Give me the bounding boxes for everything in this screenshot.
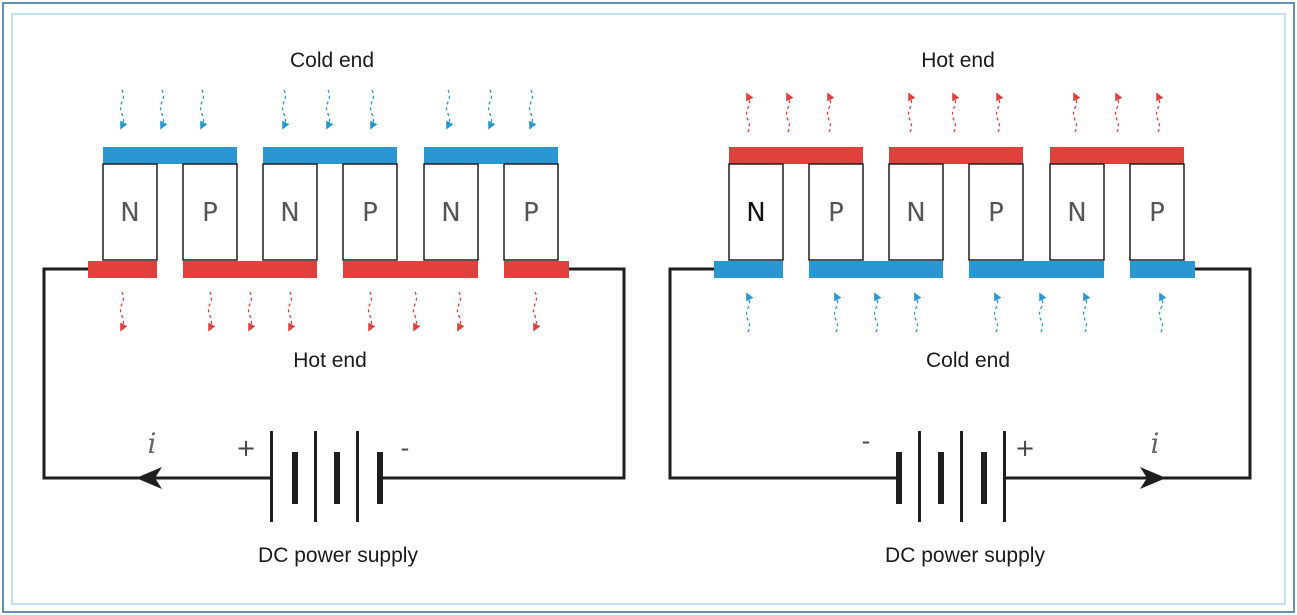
right-top-plate [1050, 147, 1184, 164]
left-leg [503, 163, 559, 261]
left-bottom-plate [504, 261, 569, 278]
right-current-symbol: i [1151, 427, 1160, 460]
right-leg-label-p: P [988, 198, 1004, 228]
left-leg [262, 163, 318, 261]
left-panel: Cold end N P N P N [42, 49, 626, 567]
right-bottom-plate [1130, 261, 1195, 278]
right-leg [808, 163, 864, 261]
right-top-label: Hot end [921, 49, 995, 72]
left-leg-label-p: P [523, 198, 539, 228]
right-leg-label-p: P [1149, 198, 1165, 228]
left-top-label: Cold end [290, 49, 374, 72]
left-leg-label-p: P [202, 198, 218, 228]
left-leg [102, 163, 158, 261]
right-legs [728, 163, 1185, 261]
right-bottom-plate [809, 261, 943, 278]
left-bottom-plate [88, 261, 157, 278]
right-minus-sign: - [862, 427, 871, 455]
right-bottom-plate [969, 261, 1104, 278]
left-circuit-wire [42, 267, 626, 480]
left-current-symbol: i [148, 427, 157, 460]
right-panel: Hot end N P N P N [668, 49, 1252, 567]
right-battery-icon [896, 431, 1006, 522]
right-leg [968, 163, 1024, 261]
left-battery-icon [270, 431, 383, 522]
right-bottom-label: Cold end [926, 349, 1010, 372]
left-leg [342, 163, 398, 261]
right-leg-label-n: N [1067, 198, 1086, 228]
left-top-plate [263, 147, 397, 164]
right-leg-label-n: N [746, 198, 765, 228]
right-leg [1049, 163, 1105, 261]
left-legs [102, 163, 559, 261]
left-top-plate [424, 147, 558, 164]
right-plus-sign: + [1015, 434, 1035, 462]
left-bottom-plate [183, 261, 317, 278]
right-leg [1129, 163, 1185, 261]
right-top-plate [729, 147, 863, 164]
right-leg-label-n: N [906, 198, 925, 228]
left-leg-label-p: P [362, 198, 378, 228]
left-bottom-plate [343, 261, 478, 278]
left-supply-label: DC power supply [258, 544, 418, 567]
right-leg-label-p: P [828, 198, 844, 228]
right-circuit-wire [668, 267, 1252, 480]
left-leg [182, 163, 238, 261]
right-leg [888, 163, 944, 261]
left-heat-absorb-arrows [119, 89, 537, 130]
right-top-plate [889, 147, 1023, 164]
left-current-arrow [136, 467, 162, 489]
left-minus-sign: - [401, 434, 410, 462]
left-leg-label-n: N [280, 198, 299, 228]
left-leg-label-n: N [441, 198, 460, 228]
right-bottom-plate [714, 261, 783, 278]
left-leg-label-n: N [120, 198, 139, 228]
left-top-plate [103, 147, 237, 164]
right-supply-label: DC power supply [885, 544, 1045, 567]
right-current-arrow [1140, 467, 1166, 489]
right-heat-absorb-arrows [745, 292, 1167, 333]
left-bottom-label: Hot end [293, 349, 367, 372]
left-leg [423, 163, 479, 261]
right-heat-release-arrows [745, 92, 1164, 133]
left-plus-sign: + [236, 434, 256, 462]
right-leg [728, 163, 784, 261]
inner-frame [11, 13, 1286, 605]
left-heat-release-arrows [119, 291, 541, 332]
